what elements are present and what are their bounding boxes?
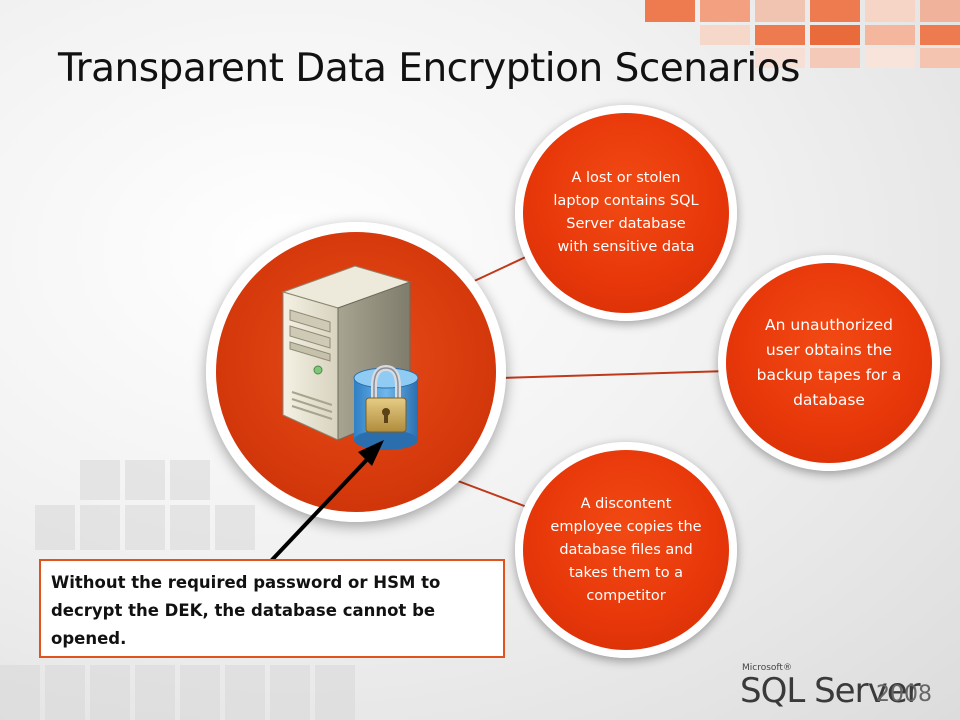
connector-line-3 [449, 477, 528, 508]
scenario-bubble-backup-tapes: An unauthorized user obtains the backup … [718, 255, 940, 471]
scenario-text: An unauthorized user obtains the backup … [756, 316, 902, 409]
logo-microsoft: Microsoft® [742, 663, 792, 673]
logo-year: 2008 [876, 682, 932, 707]
scenario-bubble-lost-laptop: A lost or stolen laptop contains SQL Ser… [515, 105, 737, 321]
database-lock-icon [353, 364, 419, 450]
scenario-text: A lost or stolen laptop contains SQL Ser… [553, 170, 699, 255]
connector-line-1 [469, 254, 531, 284]
slide-title: Transparent Data Encryption Scenarios [58, 46, 800, 91]
callout-note: Without the required password or HSM to … [39, 559, 505, 658]
scenario-text: A discontent employee copies the databas… [550, 495, 702, 604]
pointer-arrow [268, 440, 384, 564]
scenario-bubble-discontent-employee: A discontent employee copies the databas… [515, 442, 737, 658]
connector-line-2 [499, 370, 729, 379]
logo-product: SQL Server [740, 671, 921, 711]
callout-text: Without the required password or HSM to … [51, 573, 441, 648]
sql-server-logo: Microsoft® SQL Server 2008 [740, 663, 940, 713]
